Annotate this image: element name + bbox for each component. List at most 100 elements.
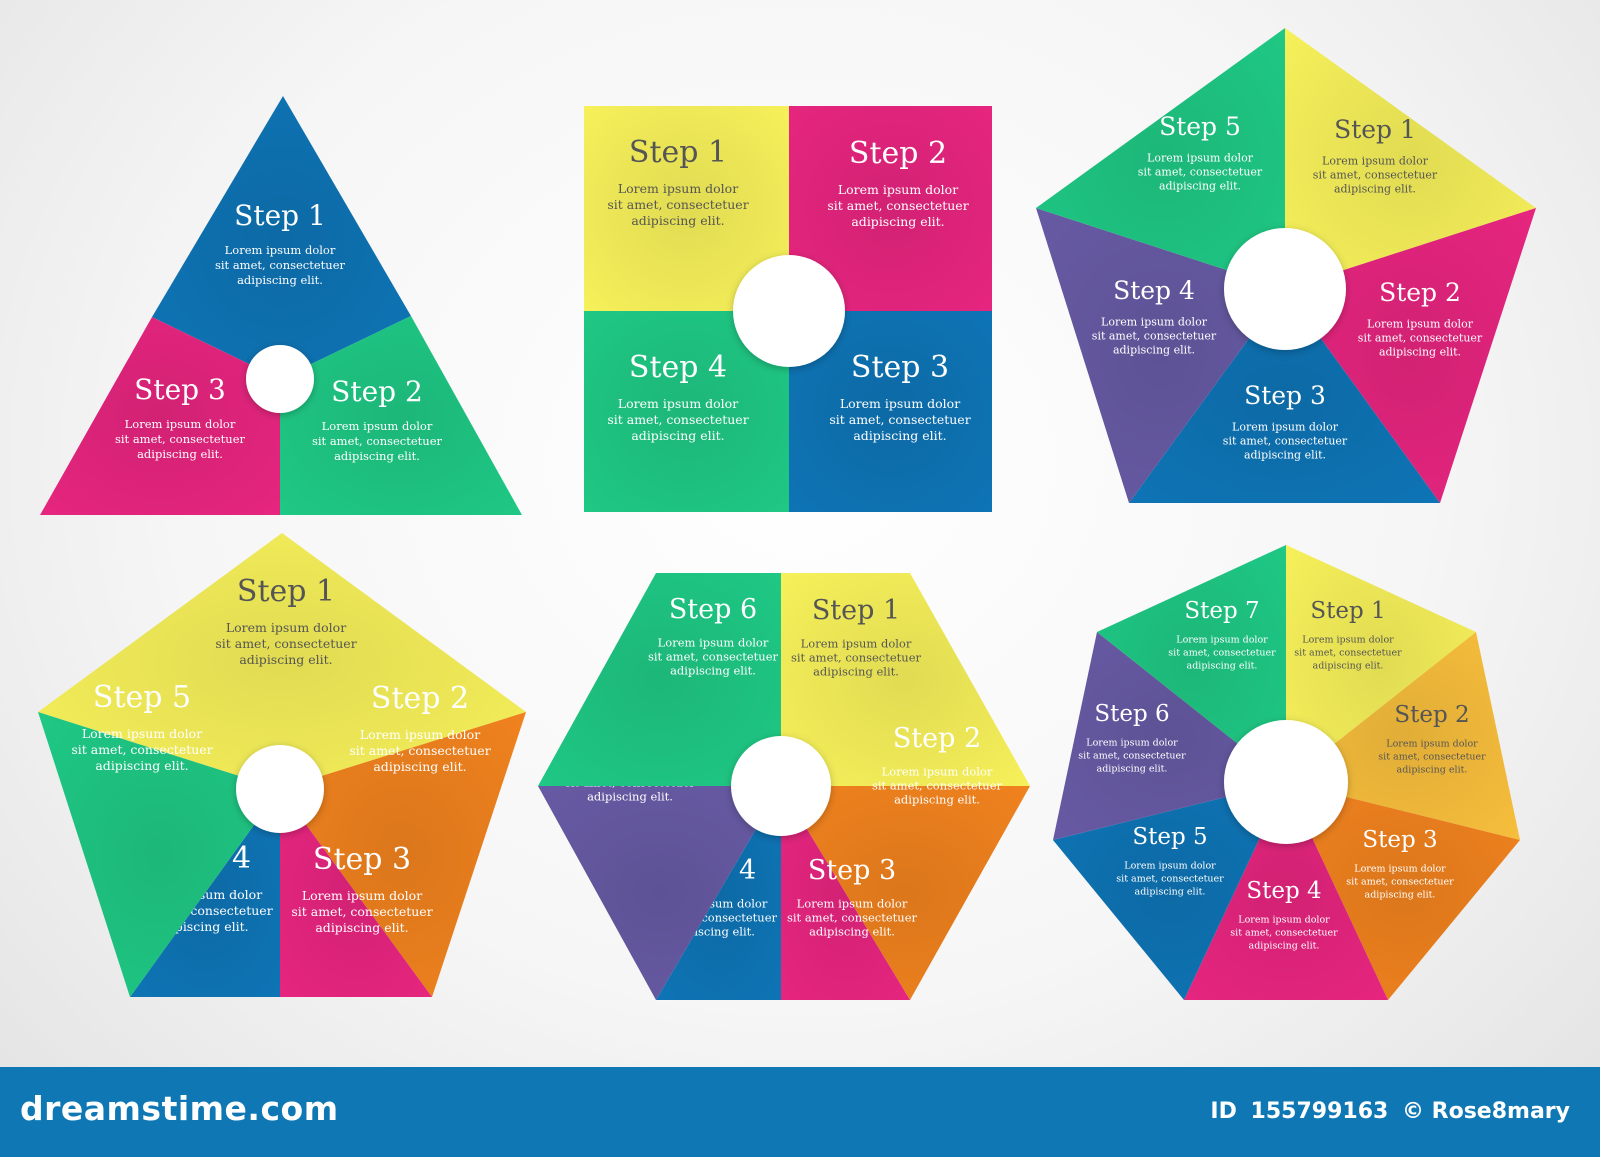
- step-description-line: Lorem ipsum dolor: [1176, 635, 1268, 646]
- step-description-line: Lorem ipsum dolor: [1367, 318, 1474, 331]
- step-description-line: adipiscing elit.: [239, 652, 332, 667]
- step-description-line: Lorem ipsum dolor: [1322, 155, 1429, 168]
- step-description-line: sit amet, consectetuer: [1223, 435, 1348, 448]
- step-description-line: Lorem ipsum dolor: [1124, 861, 1216, 872]
- step-label: Step 2: [1394, 702, 1469, 728]
- step-description-line: Lorem ipsum dolor: [1147, 152, 1254, 165]
- step-description-line: adipiscing elit.: [813, 664, 899, 678]
- step-label: Step 1: [812, 595, 900, 626]
- step-description-line: adipiscing elit.: [373, 759, 466, 774]
- center-hub: [246, 345, 314, 413]
- step-description-line: sit amet, consectetuer: [1230, 928, 1338, 939]
- step-description-line: adipiscing elit.: [631, 213, 724, 228]
- segment-shade: [789, 106, 992, 311]
- step-description-line: Lorem ipsum dolor: [618, 181, 738, 196]
- step-label: Step 1: [234, 199, 326, 232]
- center-hub: [236, 745, 324, 833]
- step-description-line: adipiscing elit.: [1313, 661, 1384, 672]
- step-description-line: sit amet, consectetuer: [1116, 874, 1224, 885]
- center-hub: [731, 736, 831, 836]
- footer-id-number: 155799163: [1250, 1099, 1389, 1124]
- step-label: Step 5: [1159, 112, 1241, 141]
- step-description-line: adipiscing elit.: [1249, 941, 1320, 952]
- step-description-line: adipiscing elit.: [1097, 764, 1168, 775]
- footer-bar: dreamstime.com ID 155799163 © Rose8mary: [0, 1067, 1600, 1157]
- step-description-line: sit amet, consectetuer: [827, 198, 968, 213]
- step-description-line: Lorem ipsum dolor: [1101, 316, 1208, 329]
- step-description-line: Lorem ipsum dolor: [1086, 738, 1178, 749]
- segment-shade: [280, 712, 526, 997]
- footer-author: © Rose8mary: [1402, 1099, 1570, 1124]
- step-description-line: sit amet, consectetuer: [312, 434, 443, 448]
- step-description-line: adipiscing elit.: [1135, 887, 1206, 898]
- step-description-line: sit amet, consectetuer: [1092, 330, 1217, 343]
- step-description-line: Lorem ipsum dolor: [226, 620, 346, 635]
- segment-shade: [789, 311, 992, 512]
- step-description-line: Lorem ipsum dolor: [1238, 915, 1330, 926]
- segment-shade: [1053, 782, 1286, 1000]
- step-label: Step 6: [669, 594, 757, 625]
- step-description-line: sit amet, consectetuer: [1168, 648, 1276, 659]
- step-description-line: sit amet, consectetuer: [648, 649, 779, 663]
- step-label: Step 2: [331, 375, 423, 408]
- step-description-line: Lorem ipsum dolor: [838, 182, 958, 197]
- step-label: Step 3: [1362, 827, 1437, 853]
- step-description-line: Lorem ipsum dolor: [302, 888, 422, 903]
- step-label: Step 5: [1132, 824, 1207, 850]
- step-description-line: sit amet, consectetuer: [71, 742, 212, 757]
- step-label: Step 3: [851, 350, 949, 385]
- step-description-line: adipiscing elit.: [894, 792, 980, 806]
- step-label: Step 2: [371, 681, 469, 716]
- step-label: Step 4: [629, 350, 727, 385]
- step-description-line: sit amet, consectetuer: [215, 636, 356, 651]
- step-description-line: Lorem ipsum dolor: [225, 243, 336, 257]
- segment-shade: [1036, 28, 1285, 289]
- step-description-line: adipiscing elit.: [587, 789, 673, 803]
- segment-shade: [1097, 545, 1286, 782]
- step-description-line: Lorem ipsum dolor: [801, 636, 912, 650]
- step-description-line: Lorem ipsum dolor: [658, 635, 769, 649]
- step-label: Step 4: [1113, 276, 1195, 305]
- step-description-line: sit amet, consectetuer: [1346, 877, 1454, 888]
- footer-brand: dreamstime.com: [20, 1089, 339, 1128]
- step-description-line: Lorem ipsum dolor: [1302, 635, 1394, 646]
- footer-id-label: ID: [1210, 1099, 1237, 1124]
- step-description-line: adipiscing elit.: [1113, 344, 1195, 357]
- step-description-line: adipiscing elit.: [631, 428, 724, 443]
- center-hub: [733, 255, 845, 367]
- step-description-line: adipiscing elit.: [1379, 346, 1461, 359]
- step-description-line: Lorem ipsum dolor: [360, 727, 480, 742]
- segment-shade: [584, 106, 789, 311]
- step-description-line: adipiscing elit.: [315, 920, 408, 935]
- step-description-line: adipiscing elit.: [1187, 661, 1258, 672]
- step-description-line: Lorem ipsum dolor: [1386, 739, 1478, 750]
- step-description-line: Lorem ipsum dolor: [1232, 421, 1339, 434]
- step-label: Step 2: [1379, 278, 1461, 307]
- step-description-line: Lorem ipsum dolor: [82, 726, 202, 741]
- step-description-line: Lorem ipsum dolor: [797, 896, 908, 910]
- step-description-line: sit amet, consectetuer: [872, 778, 1003, 792]
- step-description-line: Lorem ipsum dolor: [840, 396, 960, 411]
- step-label: Step 3: [1244, 381, 1326, 410]
- step-description-line: sit amet, consectetuer: [349, 743, 490, 758]
- segment-shade: [280, 316, 522, 515]
- segment-shade: [584, 311, 789, 512]
- segment-shade: [280, 789, 432, 997]
- step-description-line: sit amet, consectetuer: [787, 910, 918, 924]
- step-label: Step 4: [1246, 878, 1321, 904]
